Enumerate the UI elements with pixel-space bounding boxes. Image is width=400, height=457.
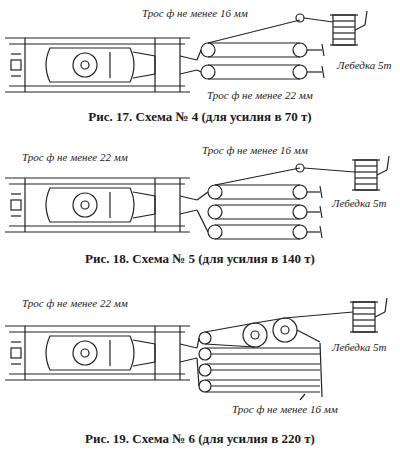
winch-label: Лебедка 5т [335,58,393,72]
figure-caption: Рис. 19. Схема № 6 (для усилия в 220 т) [0,432,400,446]
rope-label: Трос ф не менее 16 мм [140,6,250,20]
rope-label: Трос ф не менее 22 мм [20,296,130,310]
rope-label: Трос ф не менее 22 мм [20,150,130,164]
rope-label: Трос ф не менее 22 мм [205,88,315,102]
rope-label: Трос ф не менее 16 мм [200,143,310,157]
winch-label: Лебедка 5т [330,196,388,210]
figure-caption: Рис. 18. Схема № 5 (для усилия в 140 т) [0,252,400,266]
rope-label: Трос ф не менее 16 мм [230,402,340,416]
figure-caption: Рис. 17. Схема № 4 (для усилия в 70 т) [0,110,400,124]
winch-label: Лебедка 5т [330,340,388,354]
